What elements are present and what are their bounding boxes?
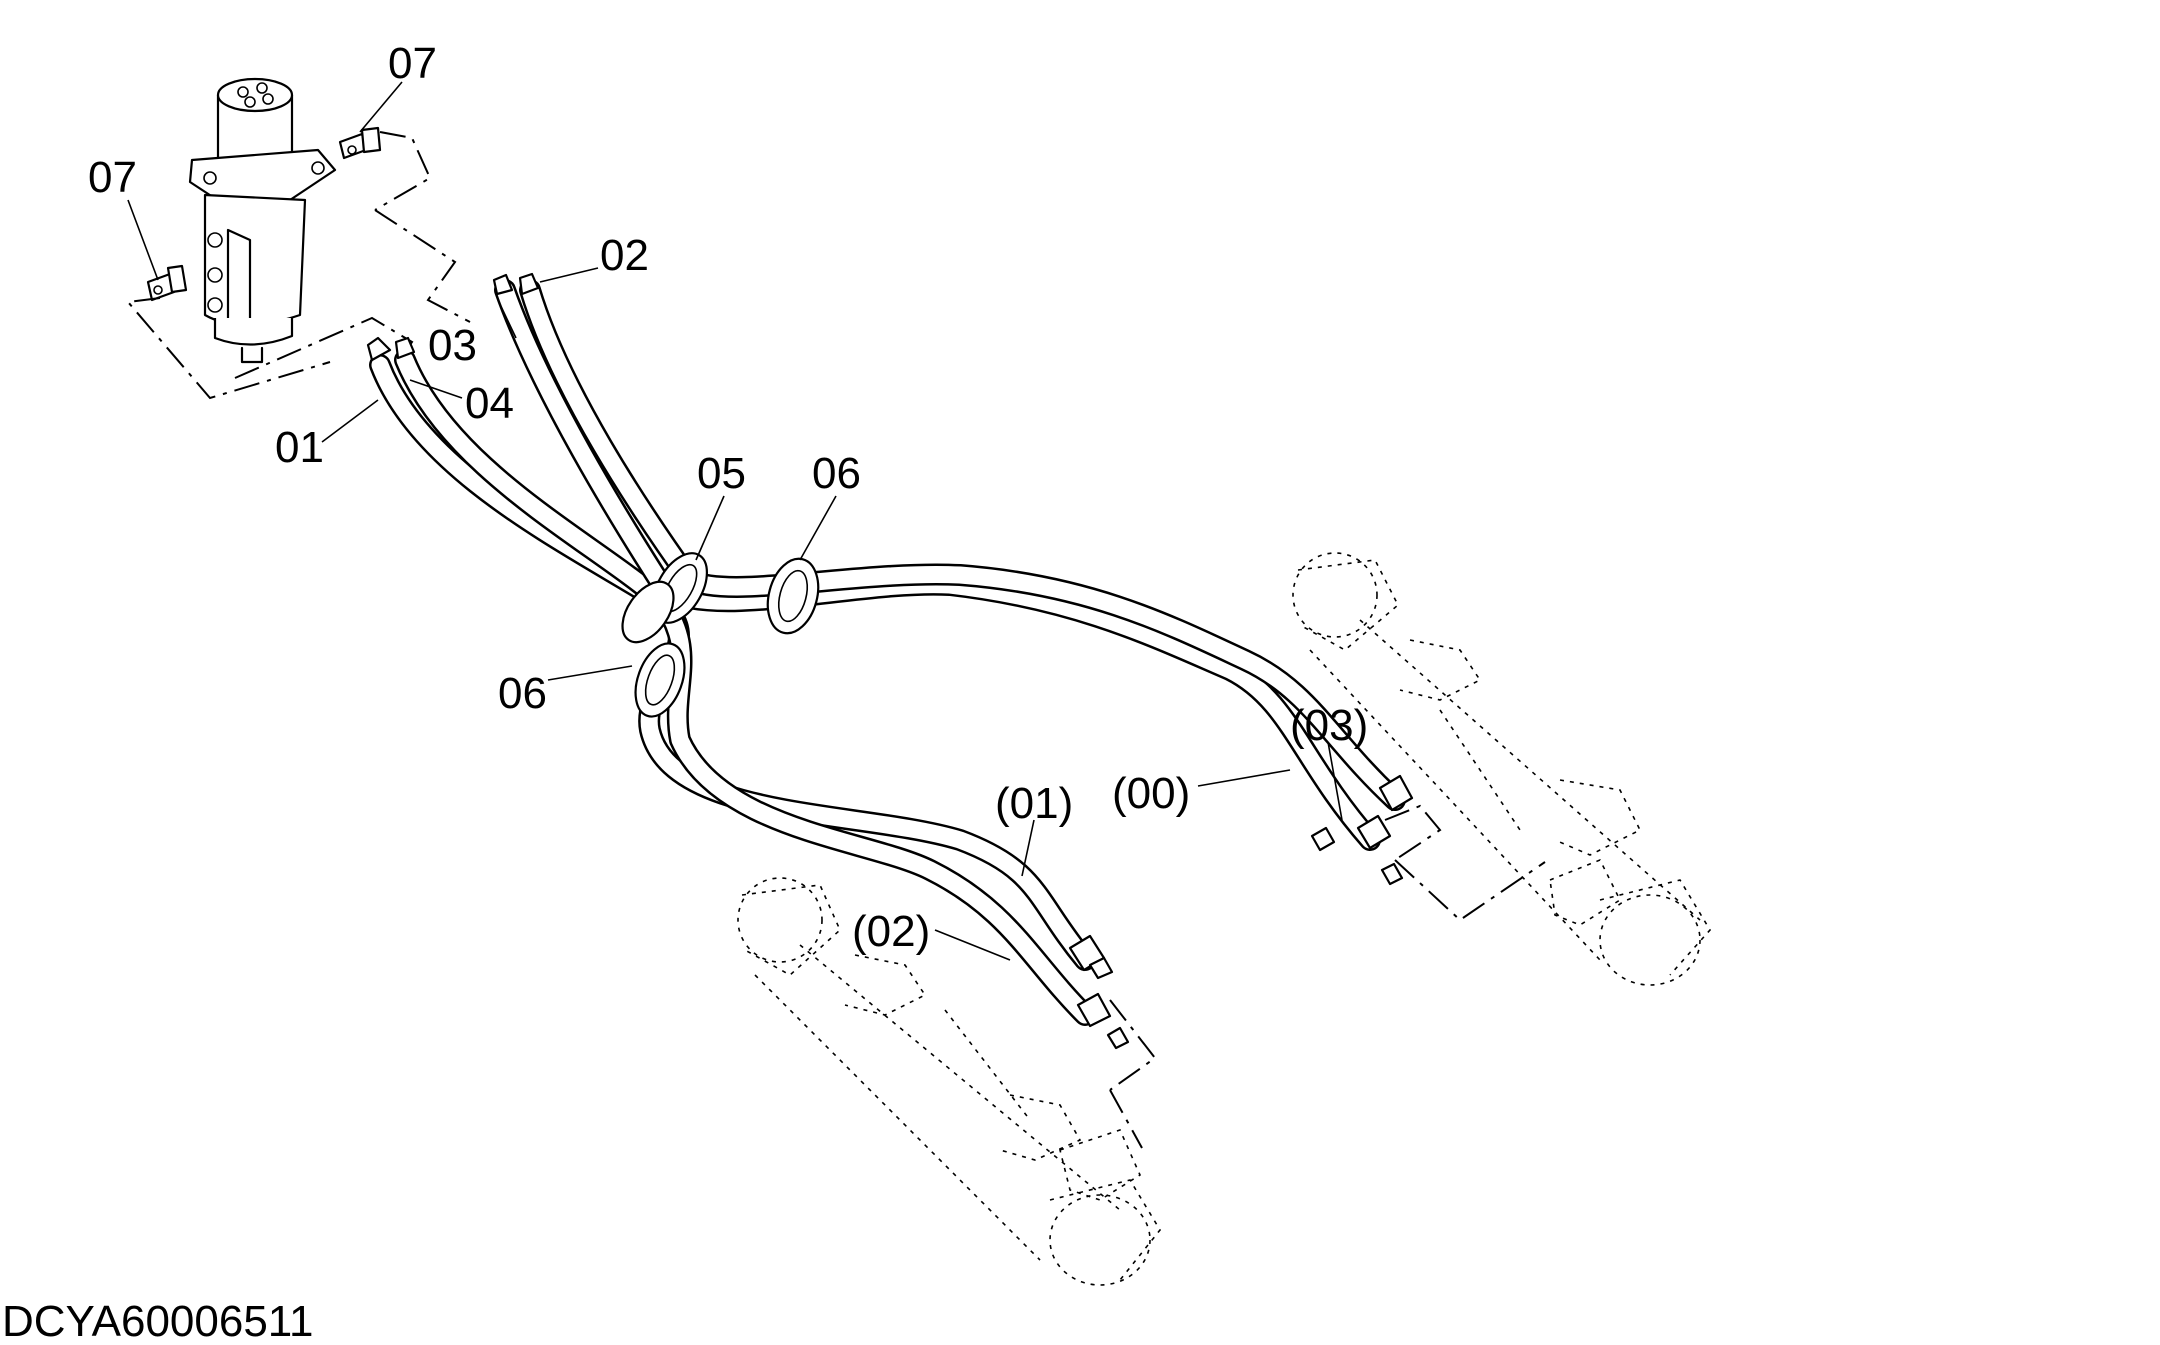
callout-01: 01: [275, 423, 324, 472]
cylinder-right: [1292, 552, 1711, 986]
callout-p02: (02): [852, 907, 930, 956]
callout-p00: (00): [1112, 769, 1190, 818]
callout-03: 03: [428, 321, 477, 370]
callout-04: 04: [465, 379, 514, 428]
fitting-07-right: [338, 126, 382, 160]
fitting-07-left: [146, 264, 188, 302]
callout-p01: (01): [995, 779, 1073, 828]
swivel-joint: [188, 77, 337, 364]
callout-labels: 07 07 02 03 04 01 05 06 06 (03) (00) (01…: [88, 39, 1368, 956]
connection-lines: [126, 131, 1546, 1149]
clamp-05-lower: [621, 580, 675, 644]
drawing-code: DCYA60006511: [2, 1297, 313, 1345]
callout-07-top: 07: [388, 39, 437, 88]
hose-end-fittings: [1068, 774, 1414, 1050]
hose-bundle: [366, 272, 1406, 1026]
clamp-06-upper: [766, 557, 820, 635]
callout-02: 02: [600, 231, 649, 280]
clamp-06-lower: [634, 642, 686, 718]
cylinder-left: [737, 877, 1161, 1286]
callout-p03: (03): [1290, 701, 1368, 750]
callout-06-lower: 06: [498, 669, 547, 718]
leader-lines: [127, 81, 1343, 961]
callout-05: 05: [697, 449, 746, 498]
callout-07-left: 07: [88, 153, 137, 202]
callout-06-upper: 06: [812, 449, 861, 498]
